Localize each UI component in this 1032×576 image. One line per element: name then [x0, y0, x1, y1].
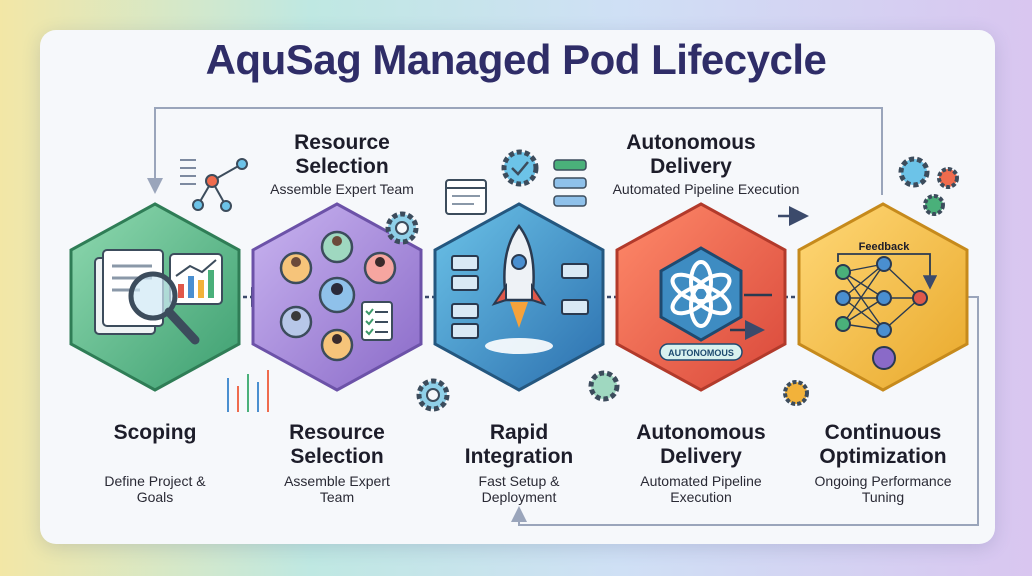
- team-avatars-icon: [279, 230, 397, 362]
- list-icon: [180, 159, 196, 185]
- stage-title-continuous-optimization: Continuous Optimization: [819, 421, 947, 468]
- bottom-loop-arrow: [511, 296, 979, 526]
- callout-desc-autonomous-delivery: Automated Pipeline Execution: [612, 181, 800, 197]
- autonomous-badge: [659, 343, 743, 361]
- stage-desc-continuous-optimization: Ongoing Performance Tuning: [814, 473, 952, 505]
- stage-desc-scoping: Define Project & Goals: [104, 473, 206, 505]
- feedback-label: Feedback: [859, 241, 911, 253]
- diagram-title: AquSag Managed Pod Lifecycle: [205, 36, 827, 83]
- callout-title-resource-selection: Resource Selection: [294, 131, 390, 178]
- ai-knot-icon: [659, 246, 772, 340]
- callout-desc-resource-selection: Assemble Expert Team: [270, 181, 414, 197]
- window-list-icon: [445, 159, 587, 215]
- network-nodes-icon: [192, 158, 248, 212]
- gear-icon: [385, 149, 959, 412]
- rocket-icon: [451, 223, 589, 354]
- neural-network-icon: [835, 253, 938, 370]
- stage-desc-autonomous-delivery: Automated Pipeline Execution: [640, 473, 762, 505]
- bar-chart-icon: [227, 370, 269, 412]
- stage-desc-resource-selection: Assemble Expert Team: [284, 473, 390, 505]
- stage-desc-rapid-integration: Fast Setup & Deployment: [478, 473, 560, 505]
- stage-title-scoping: Scoping: [113, 421, 197, 444]
- document-magnifier-icon: [94, 249, 223, 345]
- callout-title-autonomous-delivery: Autonomous Delivery: [626, 131, 756, 178]
- stage-title-rapid-integration: Rapid Integration: [464, 421, 574, 468]
- top-loop-arrow: [147, 107, 883, 195]
- stage-title-autonomous-delivery: Autonomous Delivery: [636, 421, 766, 468]
- autonomous-badge-label: AUTONOMOUS: [668, 348, 734, 358]
- stage-title-resource-selection: Resource Selection: [289, 421, 385, 468]
